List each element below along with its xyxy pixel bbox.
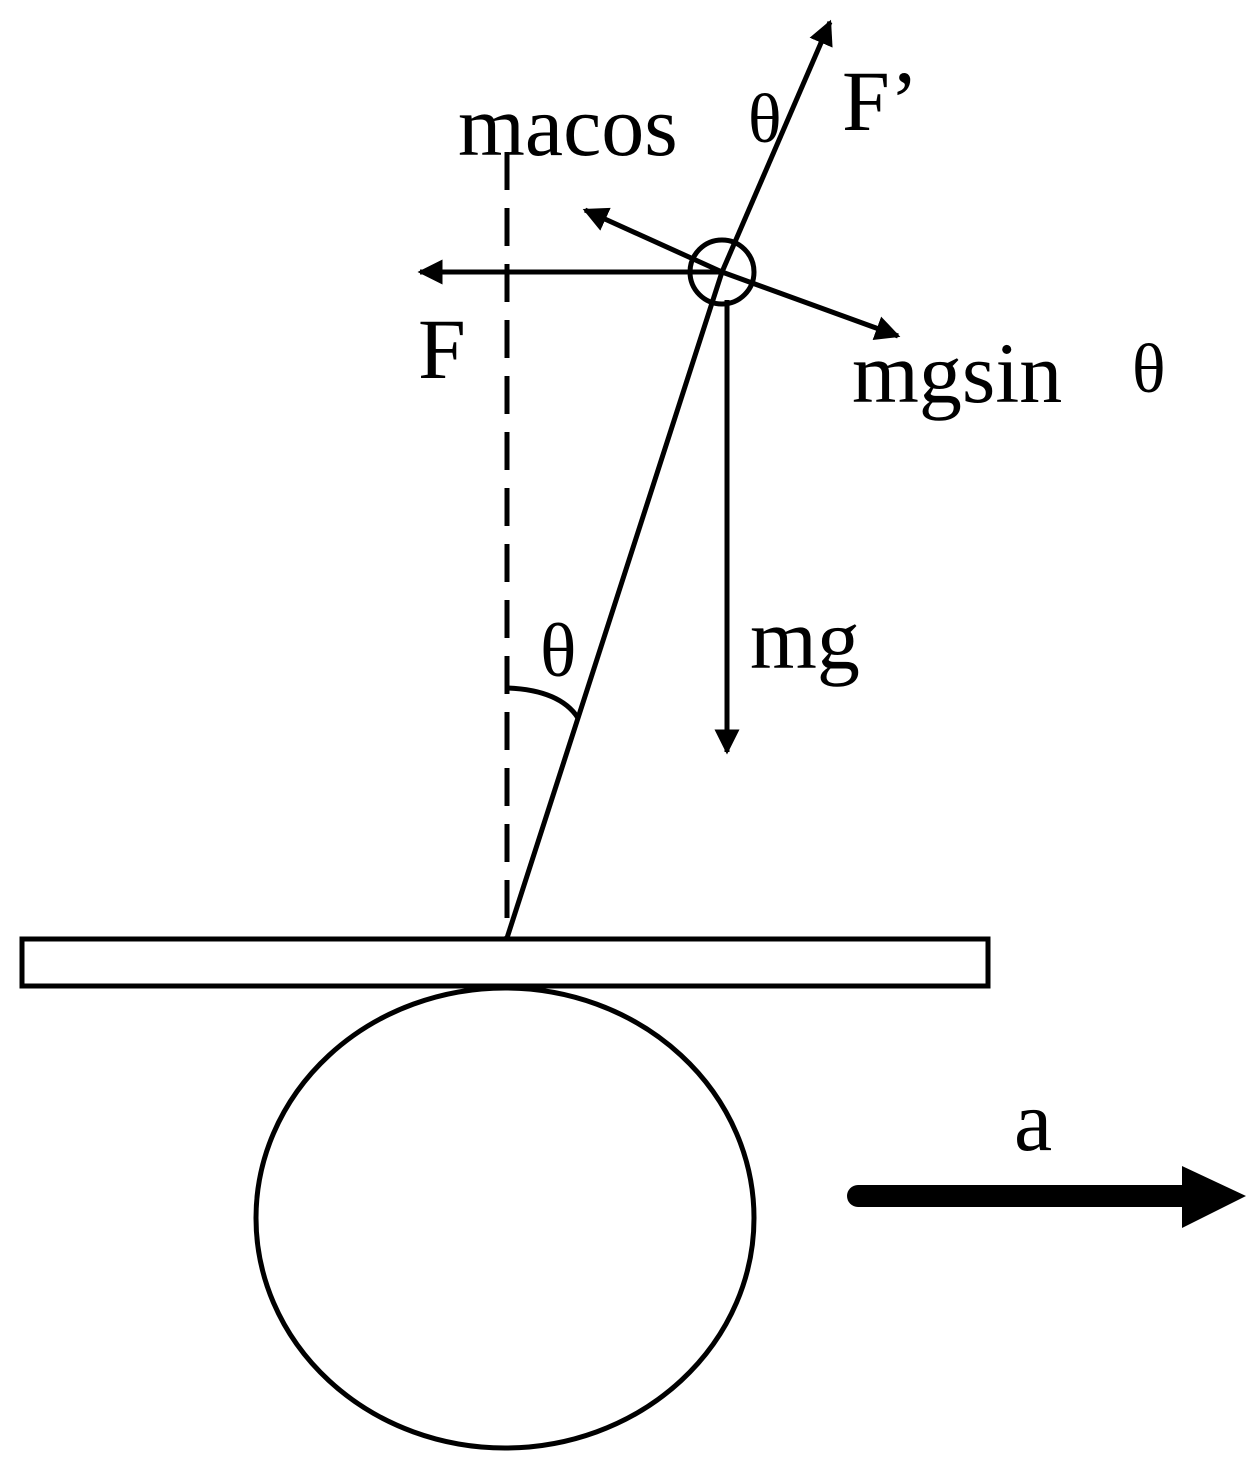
wheel-ellipse [253, 985, 757, 1451]
label-a: a [1014, 1073, 1052, 1169]
theta-angle-arc [506, 685, 581, 720]
mass-circle [687, 237, 757, 307]
acceleration-arrow-head [1182, 1166, 1246, 1228]
platform-board [19, 936, 991, 989]
f-prime-arrow [719, 19, 833, 273]
label-mg: mg [750, 591, 860, 687]
label-theta-angle: θ [540, 609, 576, 693]
macos-theta-arrow [582, 207, 724, 275]
label-f-prime: F’ [842, 53, 918, 149]
tilted-rod [504, 271, 725, 939]
label-mgsin: mgsin [852, 325, 1062, 421]
label-macos-theta: θ [748, 81, 782, 158]
label-f: F [418, 301, 466, 397]
label-mgsin-theta: θ [1132, 331, 1166, 408]
label-macos: macos [458, 78, 678, 174]
